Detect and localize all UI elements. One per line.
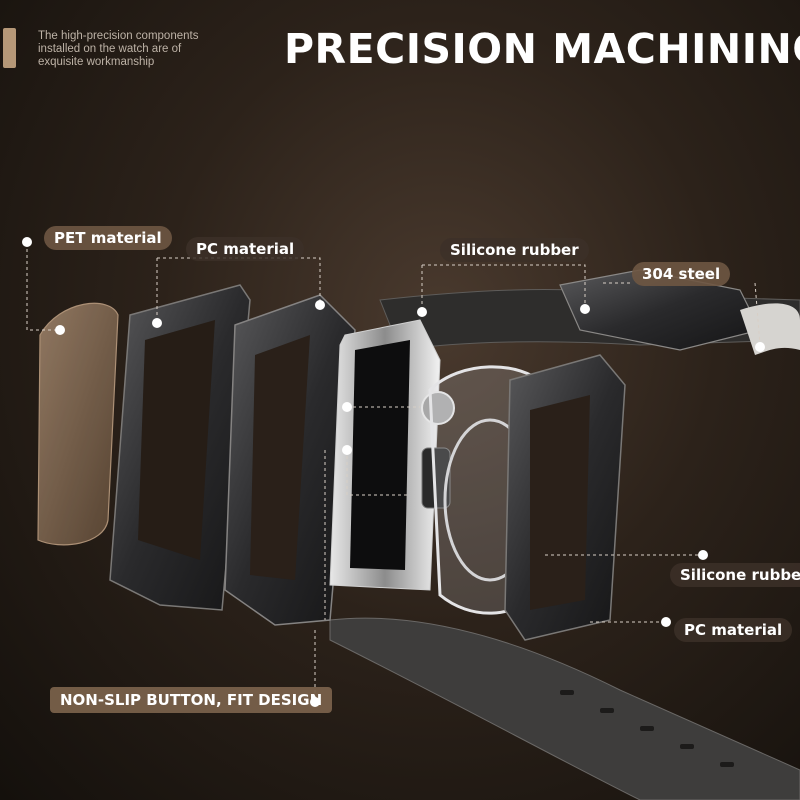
label-pc-material-right: PC material xyxy=(674,618,793,642)
pc-back-frame-window xyxy=(530,395,590,610)
intro-line-2: installed on the watch are of xyxy=(38,43,182,55)
callout-dot-pet xyxy=(22,237,32,247)
label-silicone-rubber-top: Silicone rubber xyxy=(440,238,589,262)
strap-holes xyxy=(560,690,734,767)
callout-dot-silicone xyxy=(417,307,427,317)
callout-dot-pet-target xyxy=(55,325,65,335)
callout-dot-steel xyxy=(755,342,765,352)
label-pc-material-top: PC material xyxy=(186,237,305,261)
watch-screen xyxy=(350,340,410,570)
pet-film xyxy=(37,302,119,546)
label-silicone-rubber-right: Silicone rubber xyxy=(670,563,800,587)
lower-strap xyxy=(329,617,800,800)
intro-line-1: The high-precision components xyxy=(38,30,199,42)
intro-line-3: exquisite workmanship xyxy=(38,56,155,68)
intro-accent-bar xyxy=(3,28,16,68)
steel-middle-frame-window xyxy=(250,335,310,580)
pc-front-frame-window xyxy=(138,320,215,560)
callout-dot-pc-right-end xyxy=(661,617,671,627)
callout-dot-silicone-right-end xyxy=(698,550,708,560)
callout-dot-crown xyxy=(342,402,352,412)
callout-dot-non-slip xyxy=(310,697,320,707)
strap-end-cap xyxy=(740,303,800,355)
page-title: PRECISION MACHINING xyxy=(284,25,800,73)
callout-dot-button xyxy=(342,445,352,455)
callout-dot-silicone-right xyxy=(580,304,590,314)
label-pet-material: PET material xyxy=(44,226,172,250)
callout-dot-pc-front xyxy=(152,318,162,328)
callout-dot-frame xyxy=(315,300,325,310)
intro-text: The high-precision components installed … xyxy=(38,30,228,69)
label-304-steel: 304 steel xyxy=(632,262,731,286)
label-non-slip-button: NON-SLIP BUTTON, FIT DESIGN xyxy=(50,687,333,713)
